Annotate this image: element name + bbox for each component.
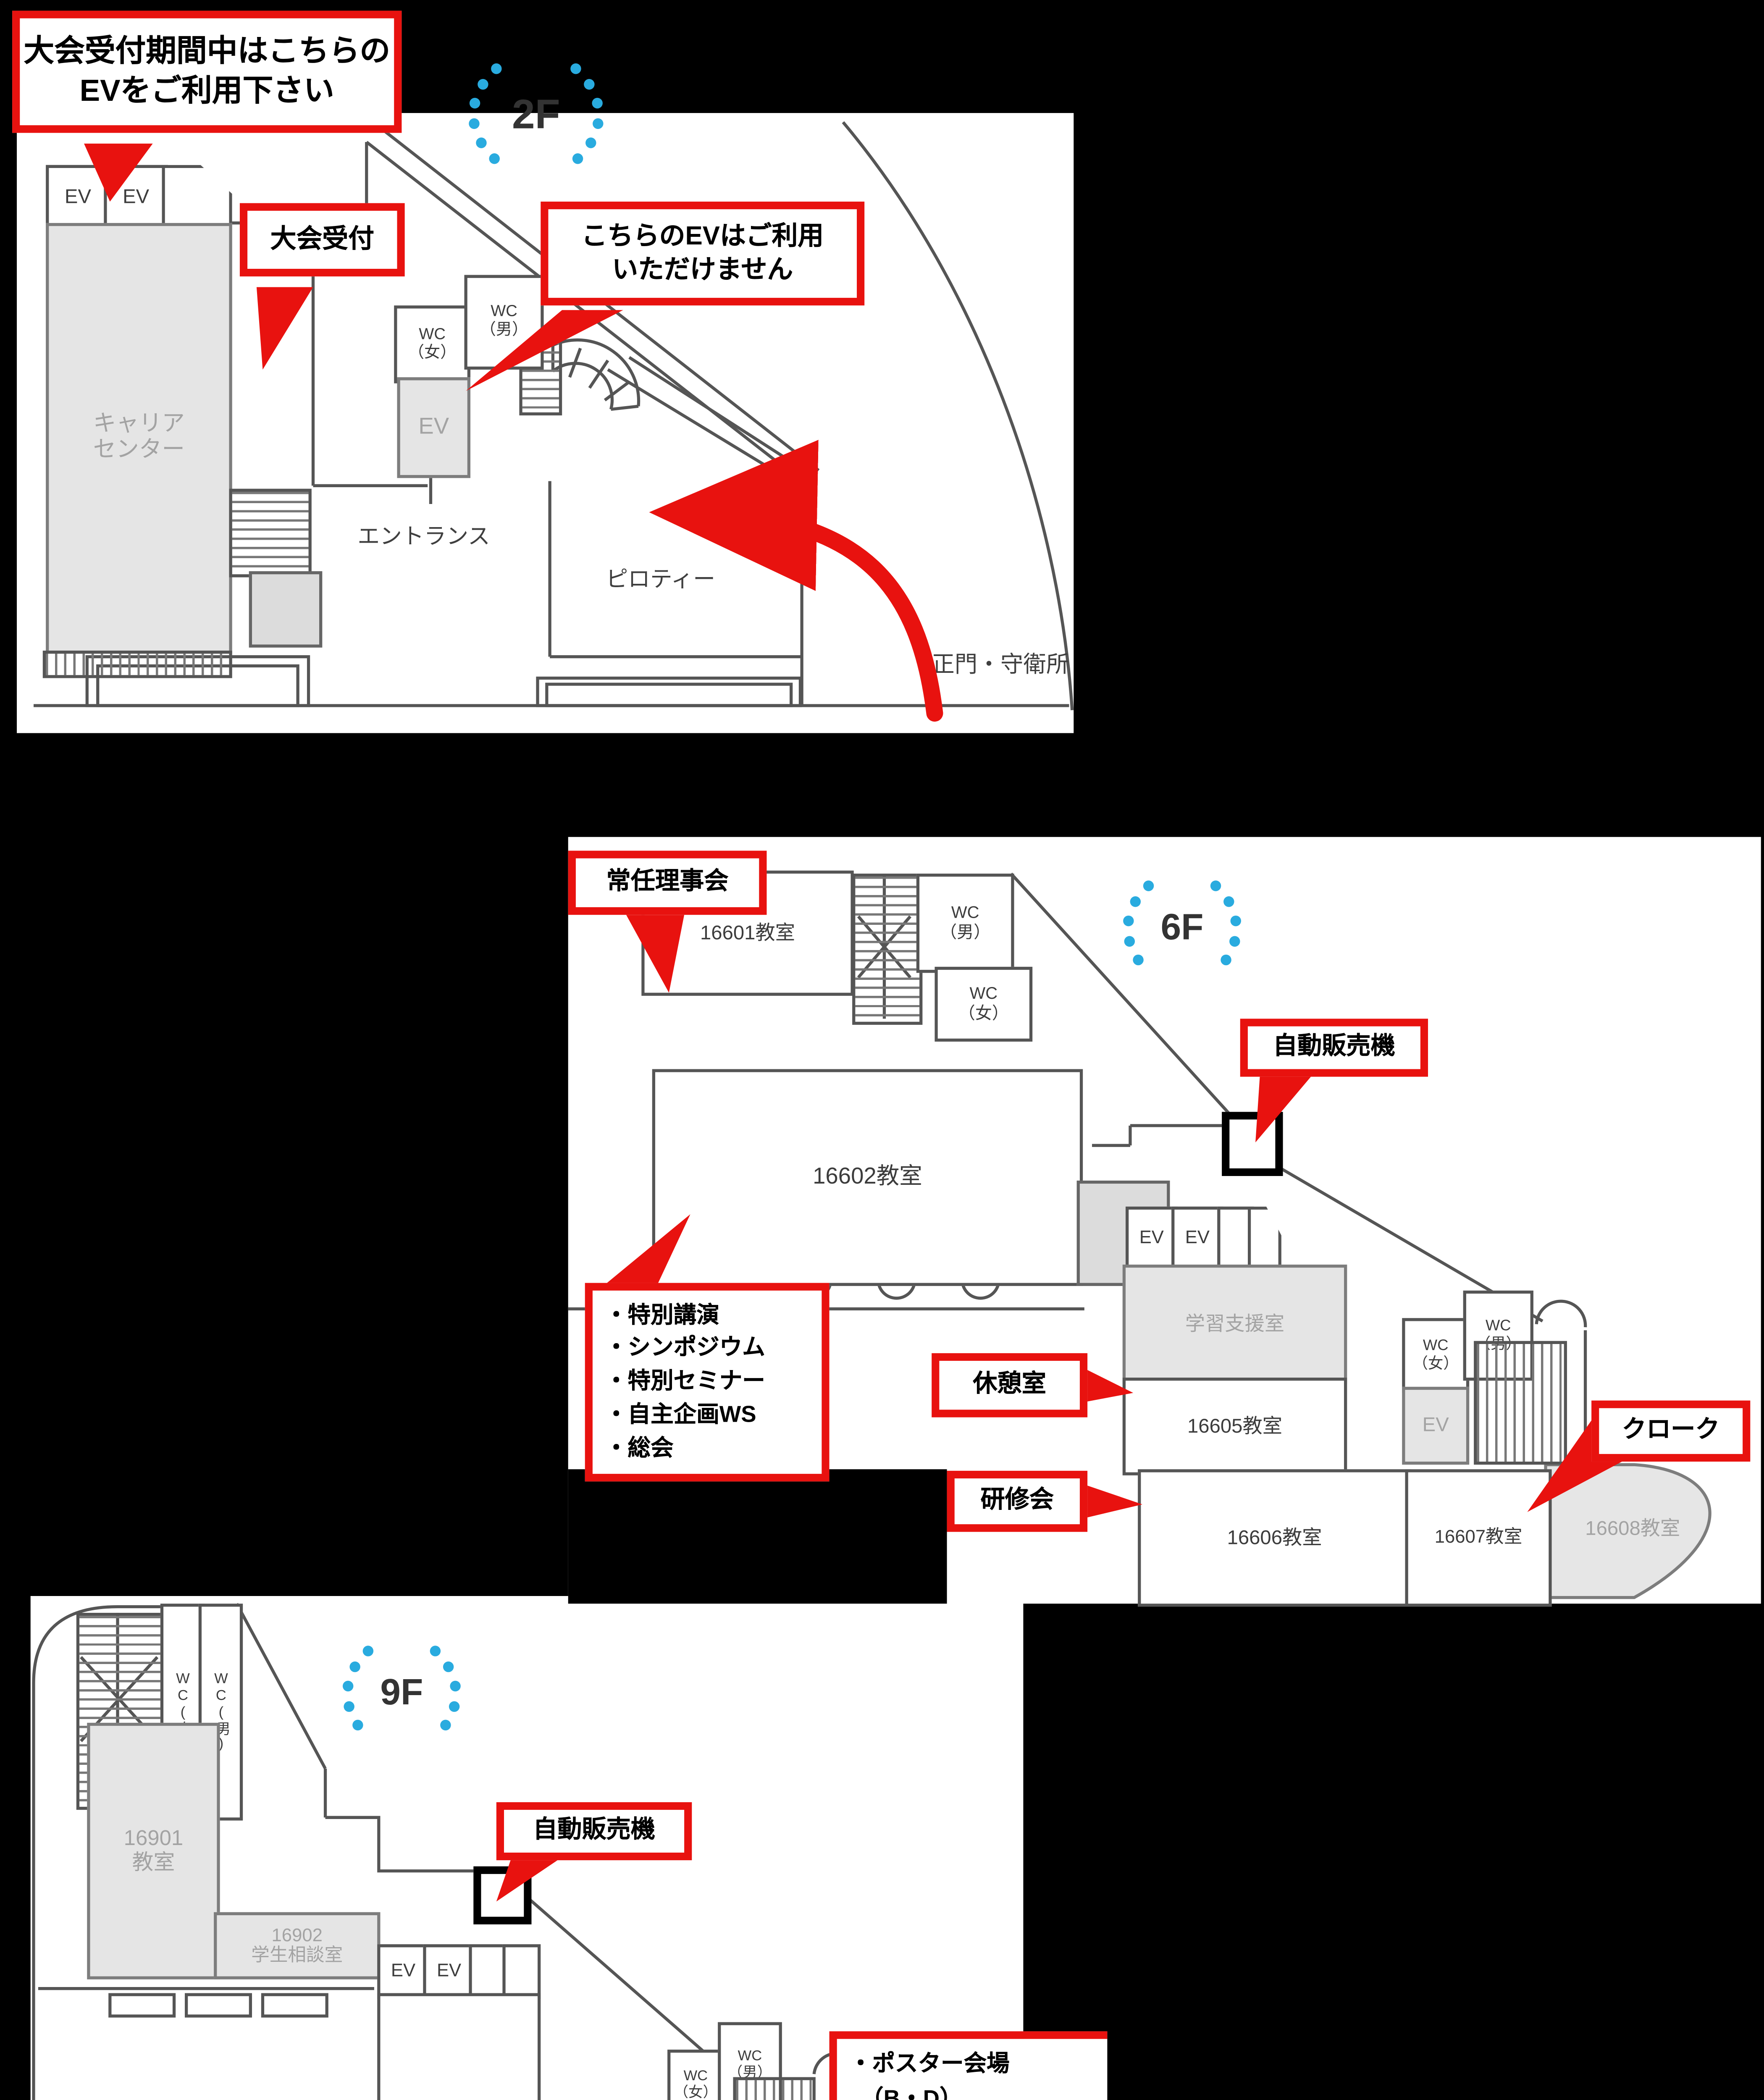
floor-badge-6f: 6F	[1109, 877, 1255, 980]
pilotis-label: ピロティー	[606, 568, 715, 593]
wc-men-room: WC （男）	[464, 275, 544, 370]
wc-women-room: WC （女）	[394, 305, 471, 383]
elevator-unavailable-room: EV	[397, 377, 471, 478]
room-16901: 16901 教室	[87, 1722, 220, 1979]
canopy-lines	[607, 356, 811, 487]
upper-diagonal-wall	[235, 1603, 474, 1873]
background-notch	[568, 1469, 947, 1604]
stairs-icon	[852, 874, 923, 1025]
career-center-room: キャリア センター	[46, 223, 232, 654]
wc-women-room: WC （女）	[934, 966, 1033, 1042]
floor-9f-map: WC(女) WC(男) 16901 教室 16902 学生相談室 EV EV 1…	[23, 1588, 1108, 2100]
elevator-cell-1: EV	[377, 1944, 429, 2000]
elevator-cell-2: EV	[104, 165, 168, 229]
elevator-cell-2: EV	[1171, 1206, 1223, 1271]
elevator-cell-2: EV	[423, 1944, 475, 2000]
room-16902: 16902 学生相談室	[214, 1912, 381, 1979]
long-diagonal-wall	[515, 1886, 761, 2100]
callout-main-events: ・特別講演 ・シンポジウム ・特別セミナー ・自主企画WS ・総会	[585, 1283, 830, 1482]
main-gate-label: 正門・守衛所	[932, 652, 1069, 678]
floor-2f-map: EV EV キャリア センター WC （女） WC （男） EV エントランス …	[0, 0, 1074, 744]
room-16606: 16606教室	[1138, 1469, 1412, 1607]
wc-women-room-2: WC （女）	[667, 2050, 724, 2100]
elevator-hall-room: EV	[1402, 1386, 1470, 1465]
elevator-lobby-cell-1	[469, 1944, 509, 2000]
site-boundary-arc	[842, 121, 1074, 711]
vending-machine-square	[473, 1866, 532, 1924]
wc-men-room: WC （男）	[916, 874, 1014, 973]
callout-ev-unavailable: こちらのEVはご利用 いただけません	[541, 202, 865, 306]
dotted-parens-icon	[342, 1646, 462, 1742]
floor-badge-9f: 9F	[328, 1642, 475, 1746]
room-16602: 16602教室	[652, 1069, 1083, 1286]
floor-6f-map: 16601教室 WC （男） WC （女） 16602教室 EV EV 学習支援…	[565, 832, 1764, 1612]
stairs-icon-2	[733, 2077, 816, 2100]
entrance-label: エントランス	[357, 525, 490, 550]
stair-landing	[249, 571, 323, 648]
callout-training: 研修会	[947, 1470, 1088, 1532]
room-16605: 16605教室	[1122, 1378, 1347, 1475]
callout-vending: 自動販売機	[1240, 1018, 1428, 1077]
stairs-icon-2	[1474, 1341, 1567, 1465]
callout-lounge: 休憩室	[932, 1353, 1088, 1418]
learning-support-room: 学習支援室	[1122, 1264, 1347, 1384]
floor-badge-2f: 2F	[451, 58, 622, 171]
vending-machine-square	[1222, 1112, 1283, 1176]
elevator-cell-1: EV	[46, 165, 110, 229]
floor-number: 9F	[380, 1672, 423, 1714]
stairs-icon	[229, 488, 312, 578]
spiral-stair	[551, 338, 640, 411]
floor-number: 6F	[1160, 907, 1204, 949]
elevator-lobby-cell-2	[502, 1944, 541, 2000]
dotted-parens-icon	[1122, 880, 1242, 977]
walls-9f	[32, 1603, 862, 2100]
callout-vending: 自動販売機	[496, 1802, 692, 1861]
terrace-hatch	[42, 651, 232, 678]
callout-cloak: クローク	[1591, 1400, 1751, 1462]
floor-number: 2F	[512, 91, 560, 137]
elevator-cell-1: EV	[1126, 1206, 1178, 1271]
callout-reception: 大会受付	[239, 203, 405, 277]
wc-women-room-2: WC （女）	[1402, 1318, 1470, 1393]
room-16903: 16903 教室	[377, 1993, 541, 2100]
diagonal-wall-upper	[1010, 872, 1242, 1127]
callout-board-meeting: 常任理事会	[568, 850, 767, 915]
room-16607: 16607教室	[1405, 1469, 1552, 1607]
callout-poster-bd: ・ポスター会場 （B・D） ・企業・書籍展示	[829, 2031, 1108, 2100]
callout-use-this-ev: 大会受付期間中はこちらの EVをご利用下さい	[12, 10, 402, 133]
room-16608-label: 16608教室	[1585, 1516, 1680, 1540]
